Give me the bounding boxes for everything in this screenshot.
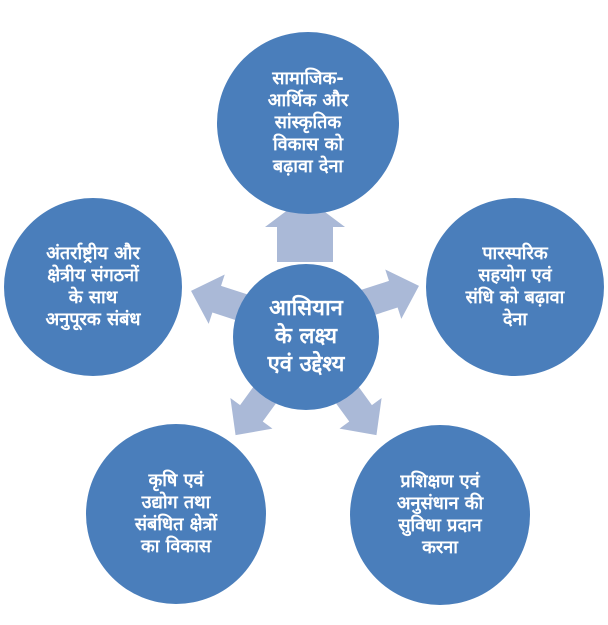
text-line: सामाजिक- — [272, 68, 344, 89]
text-line: का विकास — [140, 536, 212, 557]
text-line: आर्थिक और — [267, 90, 349, 111]
text-line: सहयोग एवं — [478, 265, 552, 286]
text-line: कृषि एवं — [148, 470, 204, 491]
text-line: एवं उद्देश्य — [267, 352, 345, 377]
text-line: पारस्परिक — [482, 243, 548, 264]
text-line: देना — [502, 309, 528, 330]
text-line: विकास को — [272, 134, 344, 155]
text-line: के साथ — [68, 287, 118, 308]
text-line: आसियान — [269, 296, 343, 321]
goal-agriculture-industry: कृषि एवंउद्योग तथासंबंधित क्षेत्रोंका वि… — [86, 424, 266, 604]
text-line: क्षेत्रीय संगठनों — [47, 265, 139, 286]
text-line: अंतर्राष्ट्रीय और — [46, 243, 140, 264]
text-line: उद्योग तथा — [141, 492, 211, 513]
text-line: संधि को बढ़ावा — [465, 287, 565, 308]
text-line: करना — [422, 537, 458, 558]
text-line: सांस्कृतिक — [274, 112, 342, 133]
text-line: बढ़ावा देना — [272, 156, 344, 177]
text-line: प्रशिक्षण एवं — [400, 471, 480, 492]
text-line: के लक्ष्य — [274, 324, 338, 349]
text-line: सुविधा प्रदान — [398, 515, 482, 536]
text-line: अनुपूरक संबंध — [45, 309, 141, 330]
arrow-up — [265, 197, 345, 262]
center-asean-goals: आसियान के लक्ष्य एवं उद्देश्य — [233, 264, 379, 410]
text-line: संबंधित क्षेत्रों — [134, 514, 218, 535]
text-line: अनुसंधान की — [396, 493, 484, 514]
